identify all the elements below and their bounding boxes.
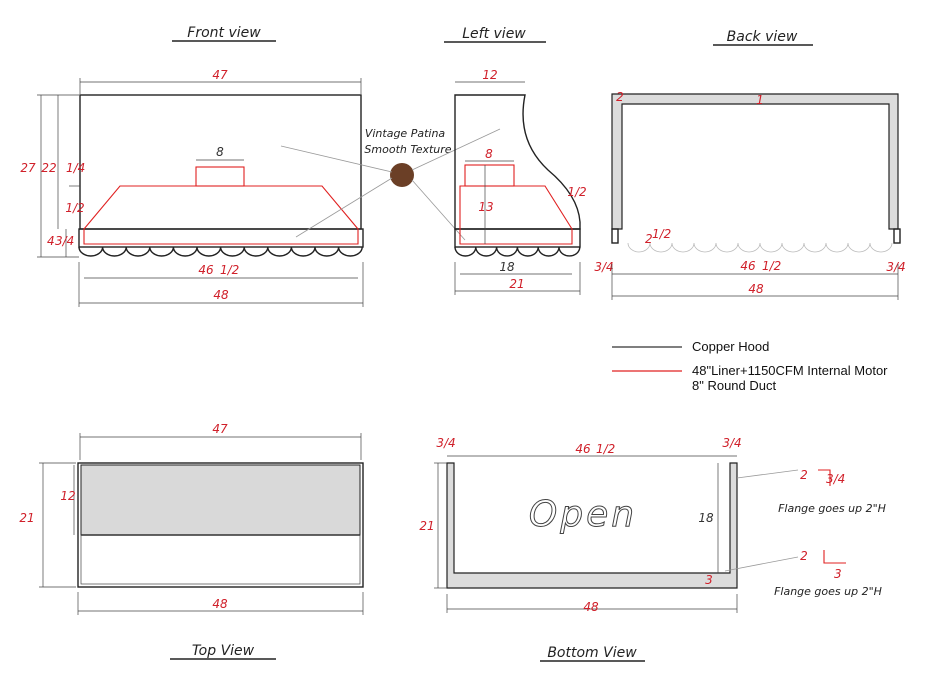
svg-text:3/4: 3/4 [826, 472, 845, 486]
bottom-open-label: Open [529, 494, 637, 535]
svg-text:46: 46 [575, 442, 591, 456]
back-left-tab [611, 228, 619, 244]
bottom-view-title: Bottom View [547, 645, 637, 661]
svg-text:2: 2 [800, 549, 808, 563]
front-scallop-trim [78, 246, 363, 257]
svg-text:8: 8 [485, 147, 493, 161]
top-outer [77, 462, 364, 588]
top-view-title: Top View [192, 643, 255, 659]
svg-text:3: 3 [834, 567, 842, 581]
front-view: Front view 47 8 27 22 1/4 1/2 4 3/4 [20, 25, 364, 307]
svg-text:21: 21 [419, 519, 434, 533]
left-view-title: Left view [462, 26, 526, 42]
svg-text:47: 47 [212, 68, 228, 82]
bottom-frame [446, 462, 738, 589]
svg-text:22: 22 [41, 161, 56, 175]
svg-text:1/2: 1/2 [65, 201, 84, 215]
svg-text:3: 3 [705, 573, 713, 587]
svg-text:3/4: 3/4 [722, 436, 741, 450]
left-duct [464, 164, 515, 187]
left-scallop-trim [454, 246, 581, 257]
svg-text:47: 47 [212, 422, 228, 436]
back-view: Back view 1 2 2 1/2 3/4 3/4 46 1/2 48 [594, 29, 906, 300]
svg-text:3/4: 3/4 [594, 260, 613, 274]
svg-text:8: 8 [216, 145, 224, 159]
svg-text:1: 1 [756, 93, 764, 107]
flange-detail-upper: 2 3/4 Flange goes up 2"H [736, 468, 886, 515]
top-view: 47 21 12 48 Top View [19, 422, 364, 660]
svg-text:46: 46 [740, 259, 756, 273]
finish-callout: Vintage Patina Smooth Texture [280, 127, 501, 241]
svg-text:13: 13 [478, 200, 493, 214]
back-right-tab [893, 228, 901, 244]
svg-text:1/2: 1/2 [762, 259, 781, 273]
svg-text:46: 46 [198, 263, 214, 277]
left-hood-profile [454, 94, 581, 230]
svg-text:12: 12 [482, 68, 497, 82]
back-frame [611, 93, 899, 230]
svg-text:3/4: 3/4 [886, 260, 905, 274]
flange-note-lower: Flange goes up 2"H [774, 585, 882, 598]
svg-text:1/2: 1/2 [220, 263, 239, 277]
svg-text:1/2: 1/2 [596, 442, 615, 456]
svg-text:18: 18 [698, 511, 714, 525]
finish-swatch-icon [390, 163, 414, 187]
svg-text:2: 2 [800, 468, 808, 482]
legend-copper-label: Copper Hood [692, 339, 769, 354]
svg-text:27: 27 [20, 161, 36, 175]
flange-detail-lower: 2 3 Flange goes up 2"H [724, 549, 882, 598]
front-liner-outline [83, 185, 359, 245]
svg-text:48: 48 [748, 282, 764, 296]
svg-text:18: 18 [499, 260, 515, 274]
legend: Copper Hood 48"Liner+1150CFM Internal Mo… [612, 339, 888, 393]
svg-text:48: 48 [212, 597, 228, 611]
finish-label-line2: Smooth Texture [364, 143, 451, 156]
back-scallop-ghost [627, 242, 893, 253]
legend-duct-label: 8" Round Duct [692, 378, 776, 393]
front-duct [195, 166, 245, 187]
svg-text:21: 21 [509, 277, 524, 291]
back-view-title: Back view [727, 29, 798, 45]
top-liner-area [80, 464, 361, 536]
flange-note-upper: Flange goes up 2"H [778, 502, 886, 515]
svg-text:2: 2 [645, 232, 653, 246]
svg-text:3/4: 3/4 [436, 436, 455, 450]
svg-text:12: 12 [60, 489, 75, 503]
left-view: Left view 12 8 13 1/2 18 21 [444, 26, 587, 295]
front-view-title: Front view [187, 25, 261, 41]
legend-liner-label: 48"Liner+1150CFM Internal Motor [692, 363, 888, 378]
svg-text:1/2: 1/2 [652, 227, 671, 241]
finish-label-line1: Vintage Patina [365, 127, 446, 140]
svg-text:1/4: 1/4 [66, 161, 85, 175]
svg-text:1/2: 1/2 [567, 185, 586, 199]
svg-text:3/4: 3/4 [55, 234, 74, 248]
left-liner-outline [459, 185, 573, 245]
svg-text:21: 21 [19, 511, 34, 525]
svg-text:2: 2 [616, 90, 624, 104]
svg-text:48: 48 [583, 600, 599, 614]
svg-text:48: 48 [213, 288, 229, 302]
front-hood-body [79, 94, 362, 230]
svg-text:4: 4 [47, 234, 55, 248]
bottom-view: Open 3/4 3/4 46 1/2 21 18 3 48 Bottom Vi… [419, 436, 742, 662]
